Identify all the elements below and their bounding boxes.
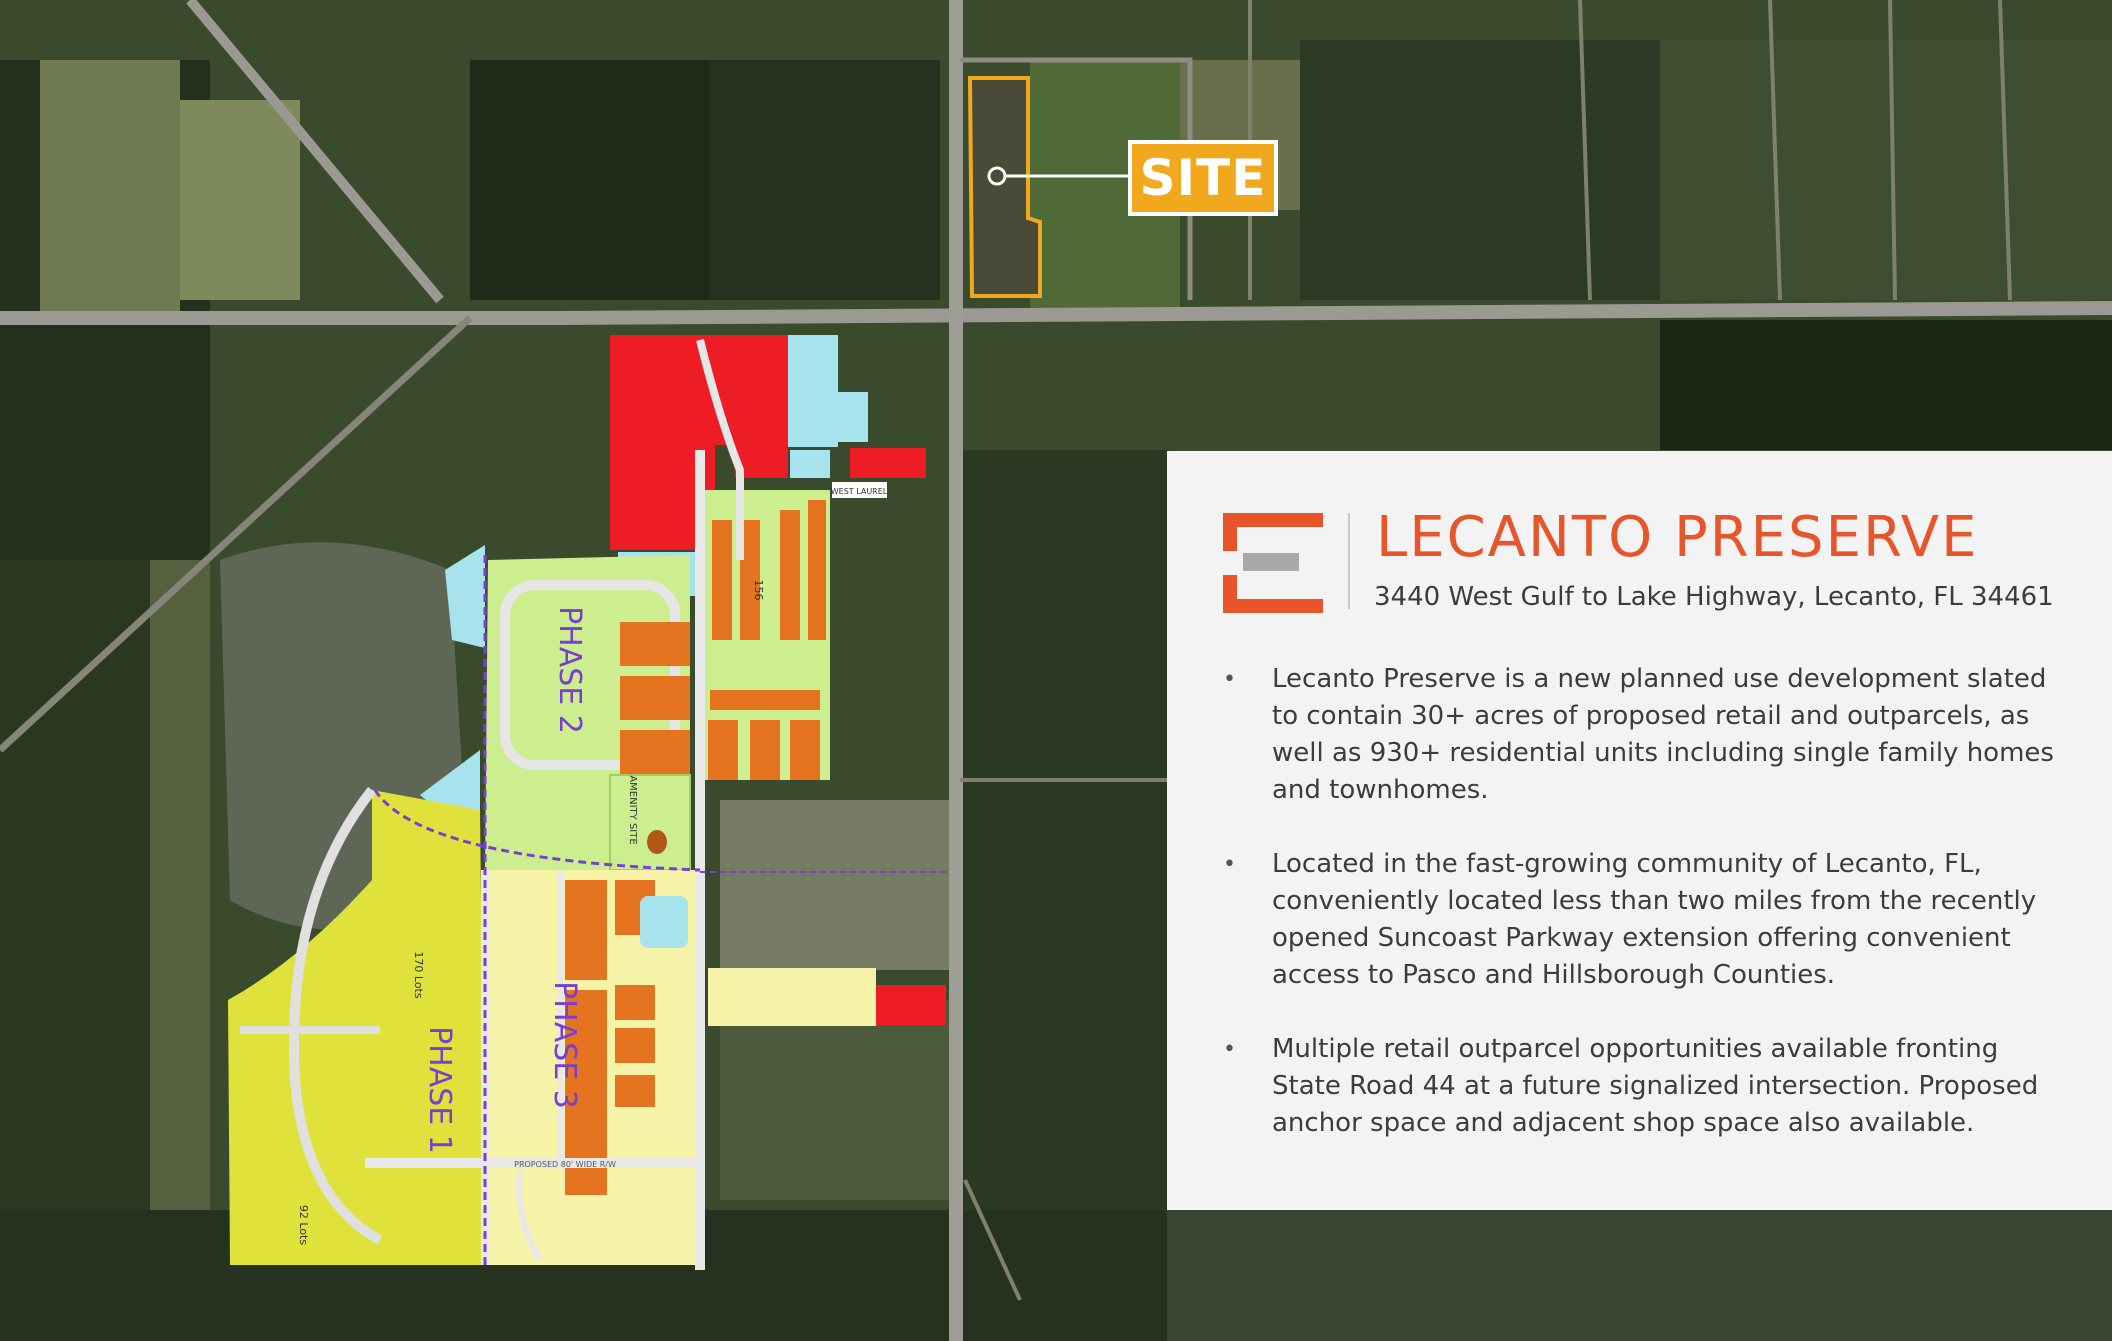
road-diagonal	[0, 315, 473, 753]
phase-boundary	[373, 789, 701, 872]
state-road-44	[0, 301, 2112, 325]
amenity-site	[609, 774, 691, 871]
field-patch	[1167, 1210, 2112, 1341]
site-label: SITE	[1128, 140, 1278, 216]
site-marker	[987, 166, 1007, 186]
outparcel	[790, 450, 830, 478]
internal-road	[516, 1169, 543, 1262]
list-item: • Lecanto Preserve is a new planned use d…	[1223, 661, 2063, 809]
field-patch	[180, 100, 300, 300]
project-title: LECANTO PRESERVE	[1376, 505, 1979, 570]
pond	[445, 545, 485, 648]
info-panel: LECANTO PRESERVE 3440 West Gulf to Lake …	[1167, 451, 2112, 1210]
list-item: • Multiple retail outparcel opportunities…	[1223, 1031, 2063, 1142]
amenity-label: AMENITY SITE	[627, 775, 638, 844]
lots-156-label: 156	[752, 580, 765, 601]
road-local	[1888, 0, 1897, 301]
amenity-feature	[647, 830, 667, 854]
outparcel	[788, 335, 838, 447]
brand-logo-icon	[1223, 513, 1323, 613]
east-lot-strip	[708, 968, 876, 1026]
field-patch	[40, 60, 180, 320]
proposed-row-label: PROPOSED 80' WIDE R/W	[514, 1160, 616, 1169]
road-local	[1998, 0, 2012, 301]
list-item-text: Located in the fast-growing community of…	[1272, 849, 2037, 990]
bullet-icon: •	[1223, 1037, 1236, 1062]
townhome-blocks	[620, 500, 826, 780]
bullet-icon: •	[1223, 667, 1236, 692]
phase-2-ring-road	[500, 580, 680, 770]
road-local	[1578, 0, 1592, 301]
outparcel	[830, 392, 868, 442]
lots-92-label: 92 Lots	[297, 1205, 310, 1245]
lots-170-label: 170 Lots	[412, 951, 425, 998]
forest-patch	[960, 450, 1170, 1340]
west-laurel-label-box	[832, 482, 887, 498]
field-patch	[720, 1000, 950, 1200]
road-local	[1768, 0, 1782, 301]
site-parcel-outline	[967, 76, 1042, 298]
feature-list: • Lecanto Preserve is a new planned use d…	[1223, 661, 2063, 1179]
list-item-text: Multiple retail outparcel opportunities …	[1272, 1034, 2039, 1138]
phase-1-label: PHASE 1	[422, 1026, 457, 1154]
bullet-icon: •	[1223, 852, 1236, 877]
road-diagonal	[186, 0, 444, 304]
list-item: • Located in the fast-growing community o…	[1223, 846, 2063, 994]
road-local	[963, 1179, 1022, 1301]
list-item-text: Lecanto Preserve is a new planned use de…	[1272, 664, 2054, 805]
west-laurel-label: WEST LAUREL	[831, 487, 888, 496]
project-address: 3440 West Gulf to Lake Highway, Lecanto,…	[1374, 582, 2054, 612]
pond	[640, 896, 688, 948]
header-divider	[1348, 513, 1350, 609]
phase-3-label: PHASE 3	[547, 981, 582, 1109]
retail-parcel	[720, 335, 788, 478]
forest-patch	[1300, 40, 1660, 300]
entry-road	[696, 339, 744, 560]
phase-2-label: PHASE 2	[552, 606, 587, 734]
retail-parcel	[876, 985, 946, 1025]
forest-patch	[470, 60, 710, 300]
road-local	[960, 57, 1193, 300]
retail-parcel	[850, 448, 926, 478]
forest-patch	[1660, 320, 2112, 450]
phase-1-curve-road	[288, 786, 383, 1245]
field-patch	[1660, 40, 2112, 300]
forest-patch	[710, 60, 940, 300]
field-patch	[720, 800, 950, 970]
